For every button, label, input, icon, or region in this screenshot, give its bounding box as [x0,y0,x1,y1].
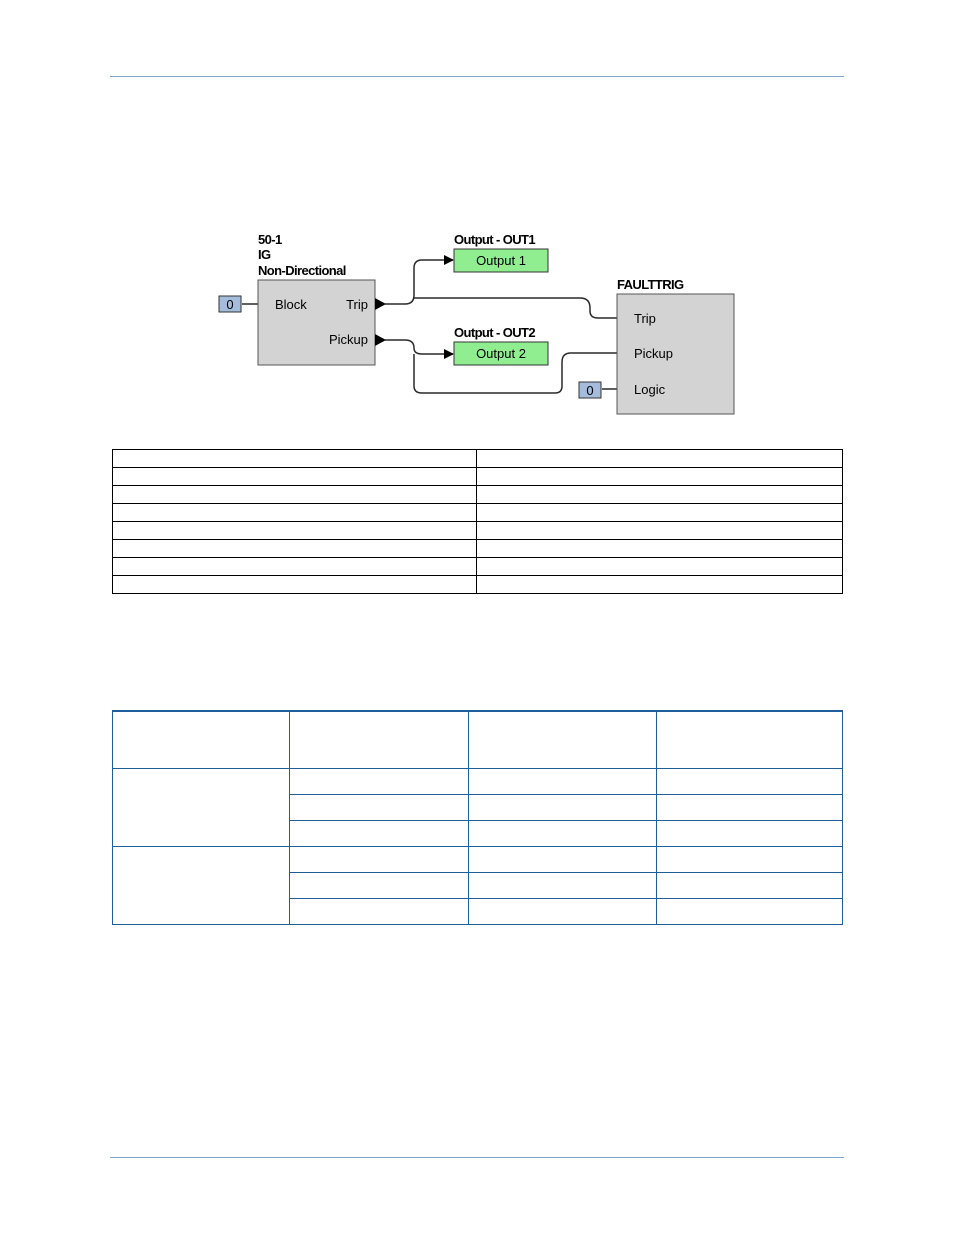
wire-pickup-to-faulttrig [413,348,628,394]
table-row [113,820,843,847]
const-logic-value: 0 [586,383,593,398]
group-cell [112,846,290,925]
faulttrig-title: FAULTTRIG [617,277,684,292]
const-logic-input: 0 [578,381,602,399]
table-row [113,872,843,899]
table-row [112,768,843,847]
block-50-body [257,279,376,366]
faulttrig-input-trip: Trip [634,311,656,326]
output1-title: Output - OUT1 [454,232,535,247]
table-row [113,794,843,821]
block-50-output-pickup: Pickup [329,332,368,347]
results-table [112,710,843,925]
group-cell [112,768,290,847]
const-block-input: 0 [218,295,242,313]
table-header-row [112,710,843,769]
faulttrig-input-logic: Logic [634,382,666,397]
block-50-output-trip: Trip [346,297,368,312]
output1-body [453,248,549,273]
table-row [112,449,843,468]
table-row [112,521,843,540]
table-row [112,467,843,486]
block-50-title-line-1: 50-1 [258,232,282,247]
table-row [112,575,843,594]
logic-diagram: 50-1 IG Non-Directional Block Trip Picku… [218,232,735,415]
wire-trip-to-faulttrig [414,297,628,323]
block-50-trip-arrow-icon [375,298,386,310]
output-out1: Output - OUT1 Output 1 [453,232,549,273]
block-50-title-line-2: IG [258,247,271,262]
footer-rule [110,1157,844,1158]
table-row [112,539,843,558]
output2-title: Output - OUT2 [454,325,535,340]
const-block-value: 0 [226,297,233,312]
faulttrig-input-pickup: Pickup [634,346,673,361]
table-row [112,503,843,522]
table-row [112,485,843,504]
block-50-pickup-arrow-icon [375,334,386,346]
wire-pickup-to-output2 [385,339,454,359]
block-faulttrig: FAULTTRIG Trip Pickup Logic [616,277,735,415]
output2-label: Output 2 [476,346,526,361]
wire-trip-to-output1 [385,255,454,305]
faulttrig-body [616,293,735,415]
block-50-title-line-3: Non-Directional [258,263,346,278]
table-row [112,846,843,925]
header-rule [110,76,844,77]
block-50-input-block: Block [275,297,307,312]
table-row [113,898,843,925]
output2-body [453,341,549,366]
table-row [112,557,843,576]
output-out2: Output - OUT2 Output 2 [453,325,549,366]
settings-table [112,449,843,594]
block-50-1: 50-1 IG Non-Directional Block Trip Picku… [257,232,386,366]
output1-label: Output 1 [476,253,526,268]
